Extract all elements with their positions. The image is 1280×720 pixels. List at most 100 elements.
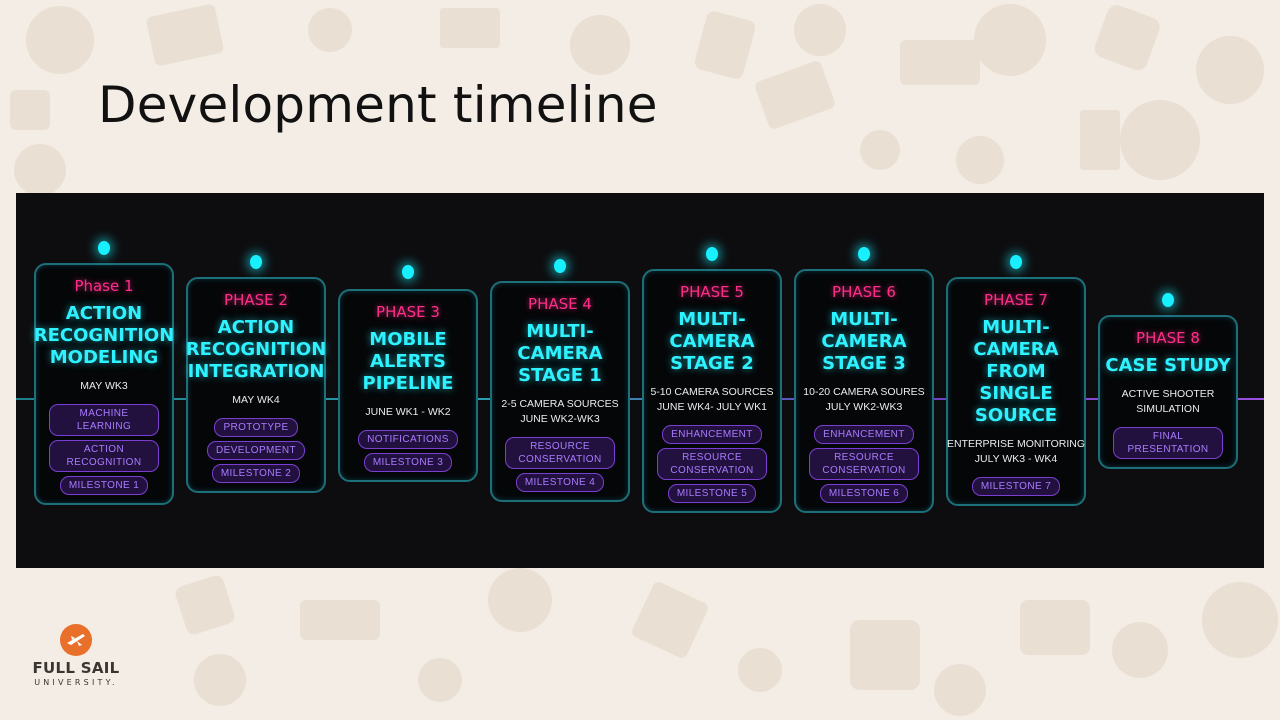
- phase-label: PHASE 3: [376, 303, 440, 321]
- phase-title-line: CAMERA: [821, 331, 907, 352]
- phase-card-8: PHASE 8 CASE STUDY ACTIVE SHOOTER SIMULATIO…: [1098, 315, 1238, 469]
- phase-tag: DEVELOPMENT: [207, 441, 305, 460]
- phase-detail: JULY WK2-WK3: [825, 401, 903, 413]
- phase-title-line: CAMERA: [669, 331, 755, 352]
- phase-title-line: PIPELINE: [362, 373, 454, 394]
- phase-title-line: MODELING: [49, 347, 159, 368]
- timeline-node-icon: [250, 255, 262, 269]
- phase-details: 2-5 CAMERA SOURCES JUNE WK2-WK3: [501, 397, 618, 427]
- phase-tags: MACHINE LEARNING ACTION RECOGNITION MILEST…: [49, 404, 159, 495]
- phase-label: PHASE 4: [528, 295, 592, 313]
- phase-title-line: STAGE 1: [518, 365, 602, 386]
- full-sail-logo: FULL SAIL UNIVERSITY.: [28, 623, 128, 693]
- phase-tags: PROTOTYPE DEVELOPMENT MILESTONE 2: [207, 418, 305, 483]
- phase-detail: MAY WK3: [80, 380, 128, 392]
- phase-tag: MACHINE LEARNING: [49, 404, 159, 436]
- phase-label: Phase 1: [74, 277, 134, 295]
- phase-tag: RESOURCE CONSERVATION: [657, 448, 767, 480]
- phase-tag: RESOURCE CONSERVATION: [809, 448, 919, 480]
- timeline-node-icon: [858, 247, 870, 261]
- phase-title: CASE STUDY: [1105, 355, 1230, 377]
- phase-title-line: INTEGRATION: [187, 361, 325, 382]
- phase-label: PHASE 5: [680, 283, 744, 301]
- phase-title-line: SOURCE: [974, 405, 1058, 426]
- full-sail-logo-icon: [60, 624, 92, 656]
- phase-tag: MILESTONE 6: [819, 484, 909, 503]
- phase-title-line: MULTI-: [830, 309, 898, 330]
- phase-title-line: CAMERA: [517, 343, 603, 364]
- phase-title-line: STAGE 2: [670, 353, 754, 374]
- phase-detail: JUNE WK1 - WK2: [365, 406, 451, 418]
- phase-tag: PROTOTYPE: [214, 418, 298, 437]
- phase-detail: JULY WK3 - WK4: [974, 453, 1058, 465]
- phase-details: 10-20 CAMERA SOURES JULY WK2-WK3: [803, 385, 924, 415]
- timeline-node-icon: [402, 265, 414, 279]
- phase-title-line: CAMERA: [973, 339, 1059, 360]
- phase-detail: JUNE WK2-WK3: [520, 413, 600, 425]
- phase-title-line: MULTI-: [526, 321, 594, 342]
- phase-label: PHASE 7: [984, 291, 1048, 309]
- phase-details: ACTIVE SHOOTER SIMULATION: [1122, 387, 1215, 417]
- phase-detail: 10-20 CAMERA SOURES: [803, 386, 925, 398]
- phase-title-line: MULTI-: [982, 317, 1050, 338]
- phase-title-line: RECOGNITION: [33, 325, 175, 346]
- phase-tags: MILESTONE 7: [971, 477, 1061, 496]
- phase-detail: SIMULATION: [1136, 403, 1200, 415]
- phase-label: PHASE 2: [224, 291, 288, 309]
- phase-title-line: ACTION: [217, 317, 295, 338]
- phase-label: PHASE 6: [832, 283, 896, 301]
- phase-tags: ENHANCEMENT RESOURCE CONSERVATION MILESTON…: [657, 425, 767, 503]
- phase-title-line: RECOGNITION: [185, 339, 327, 360]
- phase-tag: ENHANCEMENT: [814, 425, 914, 444]
- phase-title-line: STAGE 3: [822, 353, 906, 374]
- phase-title-line: ACTION: [65, 303, 143, 324]
- phase-tag: ENHANCEMENT: [662, 425, 762, 444]
- phase-tag: RESOURCE CONSERVATION: [505, 437, 615, 469]
- phase-title-line: CASE STUDY: [1105, 355, 1231, 376]
- timeline-node-icon: [1010, 255, 1022, 269]
- logo-subtitle: UNIVERSITY.: [34, 678, 118, 687]
- phase-details: MAY WK3: [80, 379, 127, 394]
- phase-tag: MILESTONE 2: [211, 464, 301, 483]
- slide-title: Development timeline: [98, 76, 658, 134]
- phase-tag: ACTION RECOGNITION: [49, 440, 159, 472]
- phase-label: PHASE 8: [1136, 329, 1200, 347]
- phase-detail: 2-5 CAMERA SOURCES: [501, 398, 619, 410]
- phase-tag: MILESTONE 5: [667, 484, 757, 503]
- phase-title-line: ALERTS: [370, 351, 446, 372]
- phase-tag: NOTIFICATIONS: [358, 430, 458, 449]
- phase-tag: MILESTONE 7: [971, 477, 1061, 496]
- phase-details: MAY WK4: [232, 393, 279, 408]
- phase-tag: MILESTONE 1: [59, 476, 149, 495]
- phase-tag: FINAL PRESENTATION: [1113, 427, 1223, 459]
- phase-tag: MILESTONE 4: [515, 473, 605, 492]
- logo-name: FULL SAIL: [32, 659, 120, 677]
- timeline-line: [16, 398, 1264, 400]
- phase-tags: FINAL PRESENTATION: [1113, 427, 1223, 459]
- phase-details: JUNE WK1 - WK2: [365, 405, 450, 420]
- phase-tags: ENHANCEMENT RESOURCE CONSERVATION MILESTON…: [809, 425, 919, 503]
- timeline-node-icon: [554, 259, 566, 273]
- phase-title-line: SINGLE: [979, 383, 1053, 404]
- phase-detail: ACTIVE SHOOTER: [1121, 388, 1215, 400]
- phase-detail: MAY WK4: [232, 394, 280, 406]
- timeline-node-icon: [98, 241, 110, 255]
- phase-detail: 5-10 CAMERA SOURCES: [650, 386, 774, 398]
